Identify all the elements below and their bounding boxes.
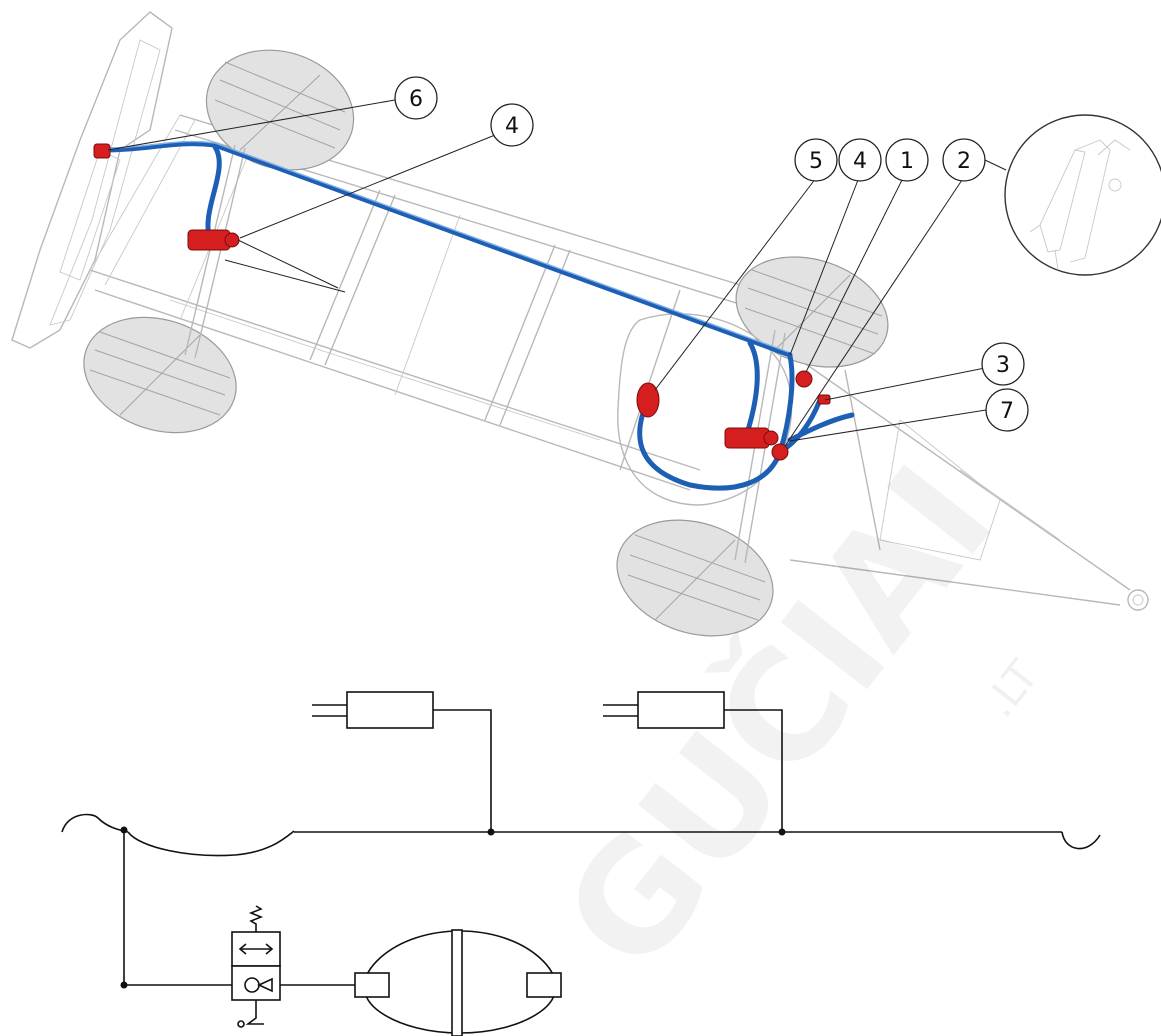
callout-1: 1: [885, 138, 929, 182]
branch-line: [120, 830, 232, 989]
coupling-head-6: [93, 143, 111, 159]
control-valve-symbol: [231, 905, 355, 1028]
coupling-symbol-right: [603, 691, 783, 832]
svg-text:5: 5: [809, 149, 823, 174]
callout-3: 3: [981, 342, 1025, 386]
callout-4-left: 4: [490, 103, 534, 147]
brake-components: [93, 143, 831, 461]
coupling-symbol-left: [312, 691, 492, 832]
fitting-7: [771, 443, 789, 461]
chassis-rails: [89, 114, 791, 491]
brake-chamber-symbol: [354, 929, 562, 1036]
brake-cylinder-right: [724, 427, 770, 449]
wheel-rear-bottom: [616, 519, 774, 637]
trailer-chassis-illustration: 6 4 5 4 1 2 3 7: [11, 11, 1161, 637]
svg-text:1: 1: [900, 149, 914, 174]
wheel-rear-top: [735, 256, 889, 368]
watermark-text: GUČIAI: [530, 435, 1027, 1002]
brake-cylinder-left: [187, 229, 231, 251]
junction-right: [778, 828, 786, 836]
junction-bottom: [120, 981, 128, 989]
wheel-front-bottom: [83, 316, 237, 434]
callout-7: 7: [985, 388, 1029, 432]
detail-inset: [984, 114, 1161, 276]
callout-5: 5: [794, 138, 838, 182]
svg-text:2: 2: [957, 149, 971, 174]
svg-text:6: 6: [409, 87, 423, 112]
callout-6: 6: [394, 76, 438, 120]
wheel-front-top: [205, 49, 355, 171]
watermark-suffix: .LT: [974, 651, 1048, 726]
pneumatic-schematic: [61, 691, 1101, 1036]
drawbar: [789, 359, 1149, 611]
air-reservoir-5: [636, 382, 660, 418]
leader-lines: [107, 99, 987, 447]
air-tank-outline: [617, 313, 793, 506]
brake-cylinder-left-cap: [224, 232, 240, 248]
main-air-line: [61, 813, 1101, 857]
junction-mid: [487, 828, 495, 836]
svg-text:4: 4: [505, 114, 519, 139]
watermark: GUČIAI .LT: [530, 435, 1047, 1002]
svg-text:3: 3: [996, 353, 1010, 378]
callout-4-right: 4: [838, 138, 882, 182]
front-board: [11, 11, 173, 349]
callout-2: 2: [942, 138, 986, 182]
svg-text:7: 7: [1000, 399, 1014, 424]
brake-cylinder-right-cap: [763, 430, 779, 446]
svg-text:4: 4: [853, 149, 867, 174]
brake-valve-1: [795, 370, 813, 388]
